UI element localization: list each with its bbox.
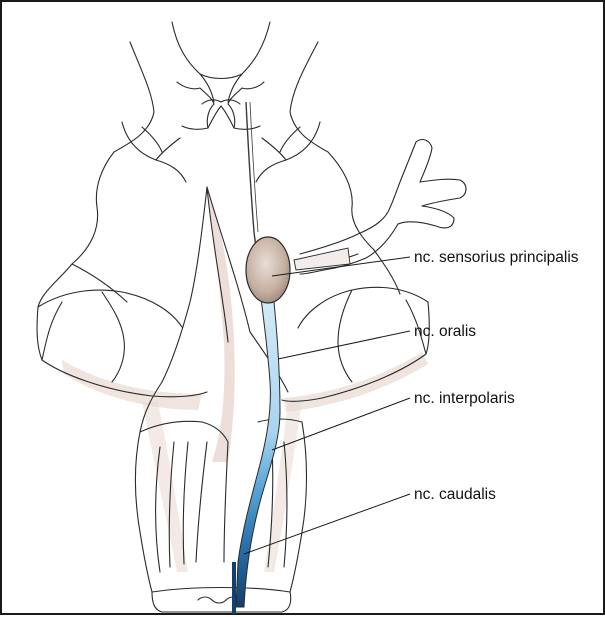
brainstem-shading: [62, 187, 428, 572]
label-oralis: nc. oralis: [414, 323, 476, 340]
label-interpolaris: nc. interpolaris: [414, 390, 515, 407]
label-caudalis: nc. caudalis: [414, 486, 496, 503]
leader-caudalis: [244, 494, 410, 554]
principal-sensory-nucleus: [246, 237, 290, 303]
label-sensorius-principalis: nc. sensorius principalis: [414, 249, 579, 266]
leader-oralis: [278, 331, 410, 359]
